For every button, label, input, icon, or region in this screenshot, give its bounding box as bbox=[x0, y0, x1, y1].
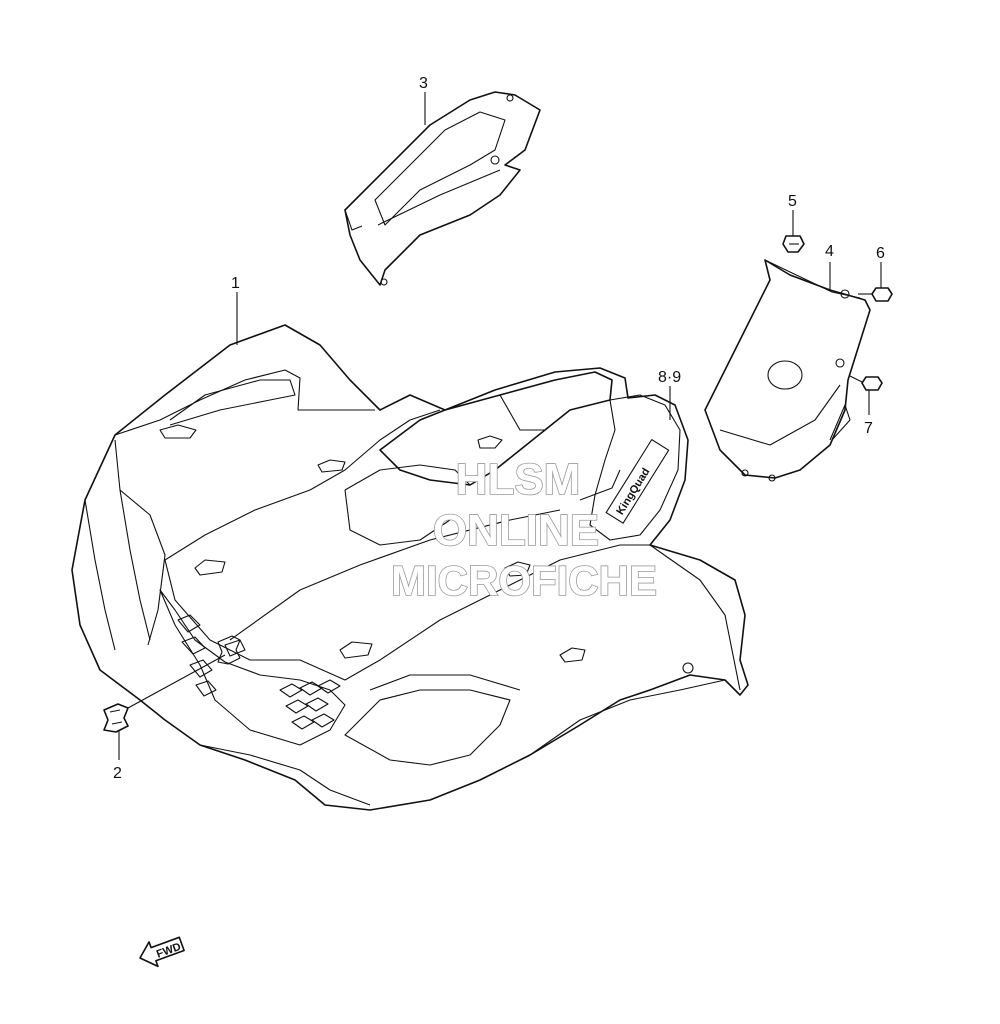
callout-8-9: 8·9 bbox=[658, 369, 681, 386]
callout-7: 7 bbox=[864, 420, 873, 437]
decal-installed bbox=[217, 635, 241, 665]
watermark-line3: MICROFICHE bbox=[391, 557, 657, 604]
callout-5: 5 bbox=[788, 193, 797, 210]
part-3-inner-panel bbox=[344, 91, 541, 286]
callout-4: 4 bbox=[825, 243, 834, 260]
callout-6: 6 bbox=[876, 245, 885, 262]
watermark: HLSM ONLINE MICROFICHE bbox=[390, 454, 658, 605]
part-4-side-panel bbox=[704, 259, 871, 482]
grille-left bbox=[177, 614, 217, 697]
callout-1: 1 bbox=[231, 275, 240, 292]
callouts: 1 2 3 4 5 6 7 8·9 bbox=[113, 75, 885, 782]
emblem-text: KingQuad bbox=[614, 466, 652, 517]
fastener-5-icon bbox=[782, 235, 805, 253]
watermark-line2: ONLINE bbox=[433, 506, 599, 555]
bolt-7-icon bbox=[849, 375, 883, 391]
bolt-6-icon bbox=[858, 287, 893, 302]
callout-2: 2 bbox=[113, 765, 122, 782]
fwd-label: FWD bbox=[155, 941, 183, 961]
grille-right bbox=[279, 679, 341, 730]
leader-lines bbox=[118, 92, 882, 760]
watermark-line1: HLSM bbox=[456, 455, 581, 504]
part-2-decal bbox=[103, 703, 129, 733]
forward-arrow-icon: FWD bbox=[139, 936, 185, 968]
callout-3: 3 bbox=[419, 75, 428, 92]
